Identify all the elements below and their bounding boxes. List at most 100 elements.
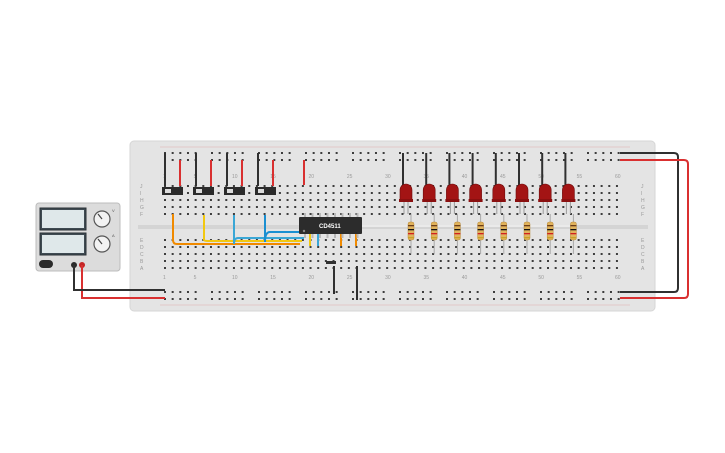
hole[interactable] <box>439 260 442 262</box>
rail-hole[interactable] <box>602 152 605 154</box>
hole[interactable] <box>309 185 312 187</box>
hole[interactable] <box>524 246 527 248</box>
hole[interactable] <box>592 213 595 215</box>
rail-hole[interactable] <box>476 152 479 154</box>
rail-hole[interactable] <box>617 298 620 300</box>
rail-hole[interactable] <box>327 291 330 293</box>
hole[interactable] <box>278 199 281 201</box>
hole[interactable] <box>332 192 335 194</box>
hole[interactable] <box>447 246 450 248</box>
hole[interactable] <box>386 192 389 194</box>
hole[interactable] <box>554 213 557 215</box>
leds[interactable] <box>399 183 576 214</box>
hole[interactable] <box>179 213 182 215</box>
hole[interactable] <box>409 213 412 215</box>
rail-hole[interactable] <box>374 298 377 300</box>
hole[interactable] <box>485 199 488 201</box>
hole[interactable] <box>416 267 419 269</box>
hole[interactable] <box>347 253 350 255</box>
rail-hole[interactable] <box>493 152 495 154</box>
hole[interactable] <box>324 192 327 194</box>
hole[interactable] <box>432 206 435 208</box>
rail-hole[interactable] <box>171 152 174 154</box>
hole[interactable] <box>179 199 182 201</box>
rail-hole[interactable] <box>374 159 377 161</box>
hole[interactable] <box>317 206 320 208</box>
hole[interactable] <box>286 213 289 215</box>
rail-hole[interactable] <box>312 298 315 300</box>
hole[interactable] <box>202 199 205 201</box>
hole[interactable] <box>324 185 327 187</box>
hole[interactable] <box>324 260 327 262</box>
hole[interactable] <box>309 192 312 194</box>
rail-hole[interactable] <box>406 298 409 300</box>
rail-hole[interactable] <box>429 159 432 161</box>
hole[interactable] <box>386 246 389 248</box>
rail-hole[interactable] <box>280 152 283 154</box>
hole[interactable] <box>271 199 274 201</box>
hole[interactable] <box>539 246 542 248</box>
rail-hole[interactable] <box>186 159 189 161</box>
hole[interactable] <box>608 206 611 208</box>
hole[interactable] <box>516 253 519 255</box>
rail-hole[interactable] <box>288 152 291 154</box>
hole[interactable] <box>608 246 611 248</box>
hole[interactable] <box>447 253 450 255</box>
hole[interactable] <box>439 199 442 201</box>
hole[interactable] <box>508 199 511 201</box>
led[interactable] <box>561 183 576 214</box>
hole[interactable] <box>592 239 595 241</box>
hole[interactable] <box>508 192 511 194</box>
rail-hole[interactable] <box>406 159 409 161</box>
hole[interactable] <box>217 253 220 255</box>
hole[interactable] <box>225 267 228 269</box>
rail-hole[interactable] <box>609 298 612 300</box>
hole[interactable] <box>485 213 488 215</box>
rail-hole[interactable] <box>327 159 330 161</box>
hole[interactable] <box>363 239 366 241</box>
hole[interactable] <box>347 206 350 208</box>
hole[interactable] <box>508 253 511 255</box>
hole[interactable] <box>432 267 435 269</box>
hole[interactable] <box>294 213 297 215</box>
hole[interactable] <box>347 260 350 262</box>
hole[interactable] <box>286 253 289 255</box>
hole[interactable] <box>317 267 320 269</box>
rail-hole[interactable] <box>399 291 401 293</box>
hole[interactable] <box>347 267 350 269</box>
hole[interactable] <box>569 267 572 269</box>
hole[interactable] <box>186 213 189 215</box>
hole[interactable] <box>309 246 312 248</box>
hole[interactable] <box>393 260 396 262</box>
hole[interactable] <box>217 267 220 269</box>
rail-hole[interactable] <box>265 159 268 161</box>
hole[interactable] <box>569 253 572 255</box>
hole[interactable] <box>179 246 182 248</box>
rail-hole[interactable] <box>320 291 323 293</box>
slide-switch[interactable] <box>255 187 276 195</box>
jumper-short[interactable] <box>326 261 336 264</box>
wire-black-supply[interactable] <box>73 265 165 291</box>
hole[interactable] <box>225 260 228 262</box>
hole[interactable] <box>462 260 465 262</box>
hole[interactable] <box>332 185 335 187</box>
hole[interactable] <box>386 206 389 208</box>
hole[interactable] <box>501 206 504 208</box>
hole[interactable] <box>485 246 488 248</box>
hole[interactable] <box>393 206 396 208</box>
hole[interactable] <box>301 192 304 194</box>
hole[interactable] <box>585 199 588 201</box>
hole[interactable] <box>286 206 289 208</box>
hole[interactable] <box>455 267 458 269</box>
hole[interactable] <box>493 246 496 248</box>
rail-hole[interactable] <box>617 159 620 161</box>
hole[interactable] <box>171 199 174 201</box>
hole[interactable] <box>363 267 366 269</box>
hole[interactable] <box>194 260 197 262</box>
hole[interactable] <box>263 185 266 187</box>
rail-hole[interactable] <box>399 152 401 154</box>
hole[interactable] <box>401 206 404 208</box>
hole[interactable] <box>278 213 281 215</box>
hole[interactable] <box>401 239 404 241</box>
hole[interactable] <box>416 213 419 215</box>
